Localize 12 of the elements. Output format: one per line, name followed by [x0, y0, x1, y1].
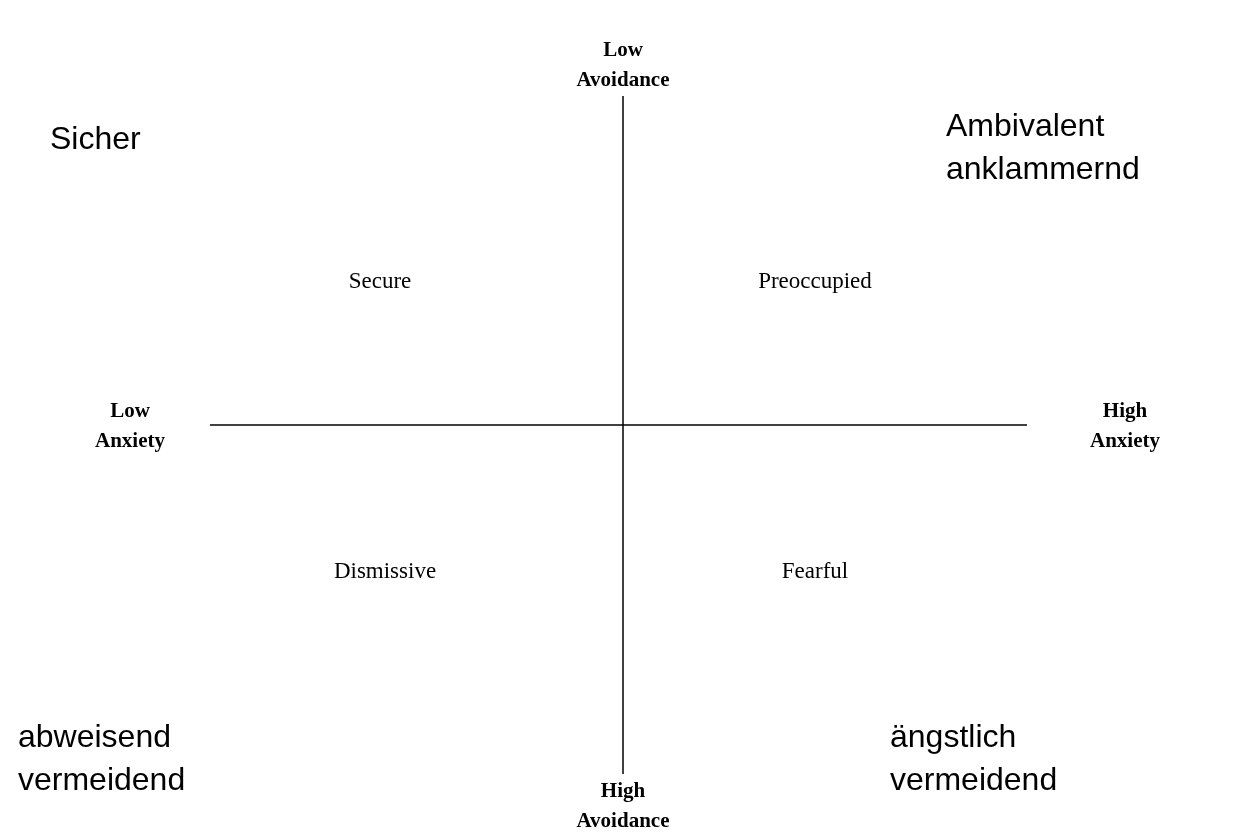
axis-label: High Anxiety [1089, 397, 1161, 454]
quadrant-label: Preoccupied [757, 267, 873, 295]
quadrant-label: Sicher [50, 119, 142, 158]
axis-label: Low Avoidance [575, 36, 671, 93]
quadrant-label: abweisend vermeidend [18, 717, 187, 799]
quadrant-label: ängstlich vermeidend [890, 717, 1059, 799]
axis-label: High Avoidance [575, 777, 671, 834]
quadrant-label: Fearful [780, 557, 850, 585]
quadrant-label: Ambivalent anklammernd [946, 106, 1141, 188]
quadrant-label: Dismissive [332, 557, 438, 585]
quadrant-label: Secure [347, 267, 413, 295]
axis-label: Low Anxiety [94, 397, 166, 454]
